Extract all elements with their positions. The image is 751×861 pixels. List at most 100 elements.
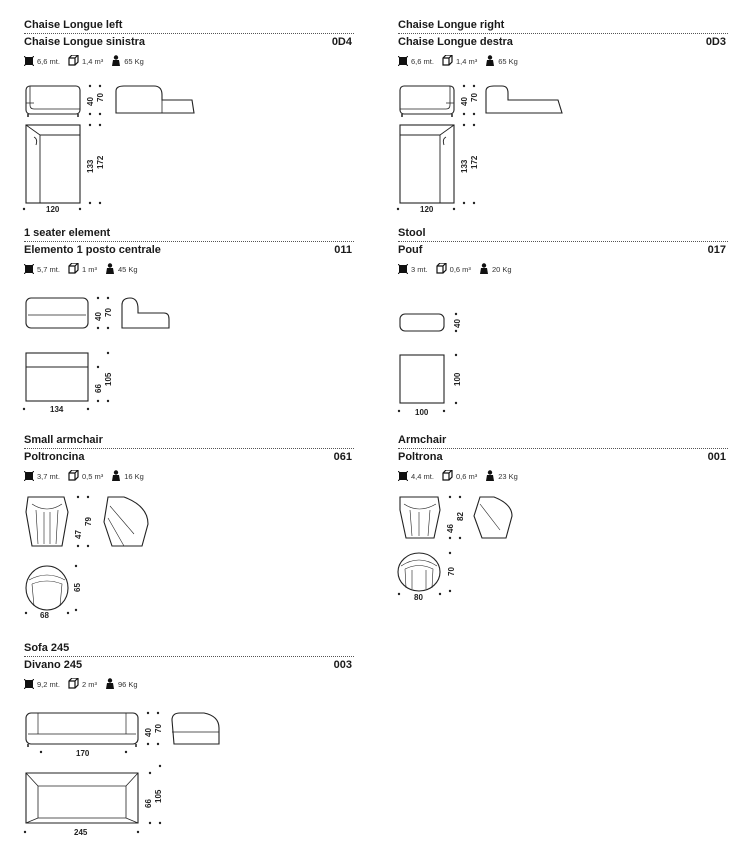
title-en: Chaise Longue left	[24, 19, 123, 31]
length-value: 4,4 mt.	[411, 472, 434, 481]
spec-row: 5,7 mt. 1 m³ 45 Kg	[23, 262, 146, 276]
weight-icon	[485, 470, 495, 483]
dim-back-height: 70	[104, 308, 113, 317]
divider	[398, 241, 728, 242]
volume-cube-icon	[68, 262, 79, 276]
dim-width: 120	[420, 205, 434, 214]
fabric-length-icon	[397, 470, 409, 483]
dim-width: 120	[46, 205, 60, 214]
volume-cube-icon	[442, 469, 453, 483]
drawing-small-armchair: 47 79 65 68	[24, 495, 149, 620]
drawing-stool: 40 100 100	[397, 312, 462, 417]
length-value: 9,2 mt.	[37, 680, 60, 689]
volume-cube-icon	[68, 677, 79, 691]
volume-cube-icon	[436, 262, 447, 276]
divider	[24, 448, 354, 449]
length-value: 6,6 mt.	[411, 57, 434, 66]
dim-depth-inner: 66	[144, 799, 153, 808]
divider	[24, 241, 354, 242]
title-en: 1 seater element	[24, 227, 111, 239]
volume-value: 1 m³	[81, 265, 97, 274]
title-it: Chaise Longue destra	[398, 36, 513, 48]
product-code: 0D4	[331, 36, 352, 48]
volume-value: 2 m³	[81, 680, 97, 689]
volume-value: 1,4 m³	[455, 57, 478, 66]
dim-width: 134	[50, 405, 64, 414]
dim-inner-width: 170	[76, 749, 90, 758]
dim-depth-inner: 66	[94, 384, 103, 393]
weight-icon	[479, 263, 489, 276]
weight-icon	[111, 55, 121, 68]
fabric-length-icon	[397, 55, 409, 68]
drawing-sofa-245: 40 70 170 66 105 245	[23, 711, 220, 837]
dim-depth-inner: 133	[86, 159, 95, 173]
dim-width: 80	[414, 593, 423, 602]
weight-value: 45 Kg	[117, 265, 138, 274]
dim-seat-height: 47	[74, 530, 83, 539]
spec-row: 9,2 mt. 2 m³ 96 Kg	[23, 677, 146, 691]
dim-width: 68	[40, 611, 49, 620]
volume-cube-icon	[68, 469, 79, 483]
fabric-length-icon	[397, 263, 409, 276]
dim-depth: 100	[453, 372, 462, 386]
product-code: 017	[707, 244, 726, 256]
divider	[398, 33, 728, 34]
drawing-armchair: 46 82 70 80	[397, 495, 513, 602]
title-it: Chaise Longue sinistra	[24, 36, 146, 48]
dim-back-height: 70	[154, 724, 163, 733]
spec-row: 4,4 mt. 0,6 m³ 23 Kg	[397, 469, 526, 483]
title-it: Divano 245	[24, 659, 83, 671]
weight-value: 96 Kg	[117, 680, 138, 689]
length-value: 5,7 mt.	[37, 265, 60, 274]
drawing-1-seater: 40 70 66 105 134	[22, 296, 170, 414]
spec-row: 6,6 mt. 1,4 m³ 65 Kg	[23, 54, 152, 68]
weight-value: 65 Kg	[498, 57, 518, 66]
dim-width: 245	[74, 828, 88, 837]
title-it: Elemento 1 posto centrale	[24, 244, 161, 256]
dim-seat-height: 40	[94, 312, 103, 321]
dim-depth-total: 172	[470, 155, 479, 169]
volume-cube-icon	[68, 54, 79, 68]
length-value: 6,6 mt.	[37, 57, 60, 66]
title-en: Armchair	[398, 434, 447, 446]
length-value: 3 mt.	[411, 265, 428, 274]
weight-value: 65 Kg	[124, 57, 144, 66]
fabric-length-icon	[23, 678, 35, 691]
spec-row: 3 mt. 0,6 m³ 20 Kg	[397, 262, 520, 276]
volume-cube-icon	[442, 54, 453, 68]
weight-icon	[105, 263, 115, 276]
title-it: Pouf	[398, 244, 423, 256]
title-it: Poltroncina	[24, 451, 85, 463]
dim-depth: 70	[447, 567, 456, 576]
fabric-length-icon	[23, 263, 35, 276]
dim-width: 100	[415, 408, 429, 417]
spec-row: 6,6 mt. 1,4 m³ 65 Kg	[397, 54, 526, 68]
drawing-chaise-right: 40 70 133 172 120	[396, 84, 563, 214]
fabric-length-icon	[23, 55, 35, 68]
length-value: 3,7 mt.	[37, 472, 60, 481]
weight-icon	[485, 55, 495, 68]
product-code: 011	[334, 244, 352, 256]
product-code: 0D3	[705, 36, 726, 48]
divider	[398, 448, 728, 449]
dim-seat-height: 46	[446, 524, 455, 533]
dim-seat-height: 40	[86, 97, 95, 106]
title-it: Poltrona	[398, 451, 443, 463]
volume-value: 0,5 m³	[81, 472, 104, 481]
title-en: Chaise Longue right	[398, 19, 505, 31]
dim-depth-total: 105	[104, 372, 113, 386]
weight-value: 23 Kg	[498, 472, 518, 481]
dim-back-height: 79	[84, 517, 93, 526]
volume-value: 0,6 m³	[449, 265, 471, 274]
dim-depth-total: 105	[154, 789, 163, 803]
volume-value: 0,6 m³	[455, 472, 478, 481]
title-en: Sofa 245	[24, 642, 70, 654]
fabric-length-icon	[23, 470, 35, 483]
weight-value: 16 Kg	[124, 472, 144, 481]
weight-icon	[105, 678, 115, 691]
dim-depth-total: 172	[96, 155, 105, 169]
product-code: 001	[707, 451, 726, 463]
drawing-chaise-left: 40 70 133 172 120	[22, 84, 195, 214]
dim-back-height: 82	[456, 512, 465, 521]
product-code: 061	[333, 451, 352, 463]
